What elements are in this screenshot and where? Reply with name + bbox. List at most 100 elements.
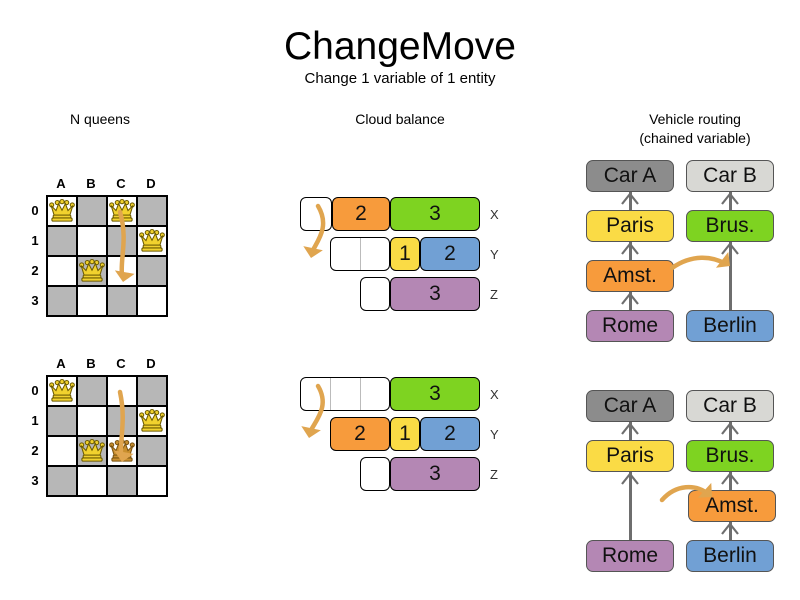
cloud-process-block[interactable]: 3	[390, 457, 480, 491]
vrp-node-label: Car B	[703, 394, 757, 417]
board-row-label-2: 2	[31, 443, 39, 458]
cloud-process-block[interactable]: 1	[390, 417, 420, 451]
cloud-row-label-y: Y	[490, 247, 499, 262]
cloud-process-block[interactable]: 1	[390, 237, 420, 271]
section-heading-nqueens: N queens	[70, 111, 130, 127]
vrp-chain-arrow-icon	[721, 422, 739, 435]
board-cell-B0[interactable]	[77, 376, 107, 406]
board-cell-B1[interactable]	[77, 406, 107, 436]
vrp-chain-arrow-icon	[721, 522, 739, 535]
vrp-node-label: Paris	[606, 214, 654, 237]
cloud-capacity-divider	[330, 378, 331, 410]
board-cell-D2[interactable]	[137, 256, 167, 286]
vrp-chain-link	[728, 472, 732, 490]
board-column-label-a: A	[56, 356, 66, 371]
vrp-node-brussels[interactable]: Brus.	[686, 210, 774, 242]
vrp-chain-link	[628, 292, 632, 310]
vrp-node-amsterdam[interactable]: Amst.	[688, 490, 776, 522]
page-subtitle: Change 1 variable of 1 entity	[304, 70, 496, 87]
vrp-node-rome[interactable]: Rome	[586, 310, 674, 342]
vrp-chain-arrow-icon	[621, 472, 639, 485]
vrp-node-car-a[interactable]: Car A	[586, 160, 674, 192]
board-column-label-b: B	[86, 356, 96, 371]
board-cell-C3[interactable]	[107, 466, 137, 496]
board-cell-A2[interactable]	[47, 436, 77, 466]
vrp-node-berlin[interactable]: Berlin	[686, 540, 774, 572]
board-row-label-1: 1	[31, 233, 39, 248]
cloud-capacity-divider	[360, 378, 361, 410]
board-cell-D3[interactable]	[137, 466, 167, 496]
board-cell-A1[interactable]	[47, 226, 77, 256]
vrp-node-paris[interactable]: Paris	[586, 210, 674, 242]
cloud-process-block[interactable]: 2	[332, 197, 390, 231]
vrp-node-label: Berlin	[703, 314, 757, 337]
board-cell-D0[interactable]	[137, 196, 167, 226]
cloud-process-block[interactable]: 2	[420, 417, 480, 451]
vrp-node-car-b[interactable]: Car B	[686, 390, 774, 422]
cloud-process-value: 3	[429, 382, 441, 405]
cloud-process-value: 1	[399, 422, 411, 445]
board-column-label-c: C	[116, 176, 126, 191]
board-column-label-d: D	[146, 356, 156, 371]
vrp-chain-arrow-icon	[621, 192, 639, 205]
vrp-node-berlin[interactable]: Berlin	[686, 310, 774, 342]
board-cell-D0[interactable]	[137, 376, 167, 406]
vrp-node-label: Car A	[603, 164, 657, 187]
cloud-process-value: 3	[429, 462, 441, 485]
board-cell-A3[interactable]	[47, 466, 77, 496]
cloud-row-label-x: X	[490, 207, 499, 222]
vrp-node-amsterdam[interactable]: Amst.	[586, 260, 674, 292]
cloud-process-value: 2	[444, 242, 456, 265]
cloud-row-label-z: Z	[490, 287, 498, 302]
board-cell-B3[interactable]	[77, 466, 107, 496]
vrp-chain-link	[728, 422, 732, 440]
cloud-process-block[interactable]: 3	[390, 277, 480, 311]
board-row-label-3: 3	[31, 473, 39, 488]
vrp-chain-arrow-icon	[721, 242, 739, 255]
cloud-row-label-y: Y	[490, 427, 499, 442]
board-cell-D2[interactable]	[137, 436, 167, 466]
vrp-node-paris[interactable]: Paris	[586, 440, 674, 472]
board-cell-B3[interactable]	[77, 286, 107, 316]
board-cell-A2[interactable]	[47, 256, 77, 286]
vrp-node-rome[interactable]: Rome	[586, 540, 674, 572]
board-cell-D3[interactable]	[137, 286, 167, 316]
cloud-process-value: 1	[399, 242, 411, 265]
board-row-label-1: 1	[31, 413, 39, 428]
board-cell-A3[interactable]	[47, 286, 77, 316]
board-cell-B1[interactable]	[77, 226, 107, 256]
board-cell-A1[interactable]	[47, 406, 77, 436]
cloud-process-value: 2	[355, 202, 367, 225]
vrp-chain-link	[728, 522, 732, 540]
section-heading-cloud-balance: Cloud balance	[355, 111, 445, 127]
cloud-row-label-x: X	[490, 387, 499, 402]
vrp-node-car-b[interactable]: Car B	[686, 160, 774, 192]
cloud-process-block[interactable]: 2	[420, 237, 480, 271]
cloud-empty-capacity	[360, 277, 390, 311]
vrp-chain-link	[628, 472, 632, 540]
vrp-node-brussels[interactable]: Brus.	[686, 440, 774, 472]
board-column-label-b: B	[86, 176, 96, 191]
cloud-process-value: 3	[429, 282, 441, 305]
cloud-process-block[interactable]: 2	[330, 417, 390, 451]
board-cell-C3[interactable]	[107, 286, 137, 316]
board-column-label-d: D	[146, 176, 156, 191]
cloud-process-block[interactable]: 3	[390, 197, 480, 231]
cloud-computer-row-z: 3	[360, 457, 480, 491]
vrp-node-label: Paris	[606, 444, 654, 467]
board-column-label-c: C	[116, 356, 126, 371]
vrp-node-car-a[interactable]: Car A	[586, 390, 674, 422]
vrp-heading-line2: (chained variable)	[639, 130, 751, 146]
board-row-label-0: 0	[31, 383, 39, 398]
cloud-process-value: 2	[354, 422, 366, 445]
board-cell-B0[interactable]	[77, 196, 107, 226]
vrp-chain-link	[728, 242, 732, 310]
board-row-label-0: 0	[31, 203, 39, 218]
vrp-chain-arrow-icon	[621, 242, 639, 255]
cloud-process-block[interactable]: 3	[390, 377, 480, 411]
